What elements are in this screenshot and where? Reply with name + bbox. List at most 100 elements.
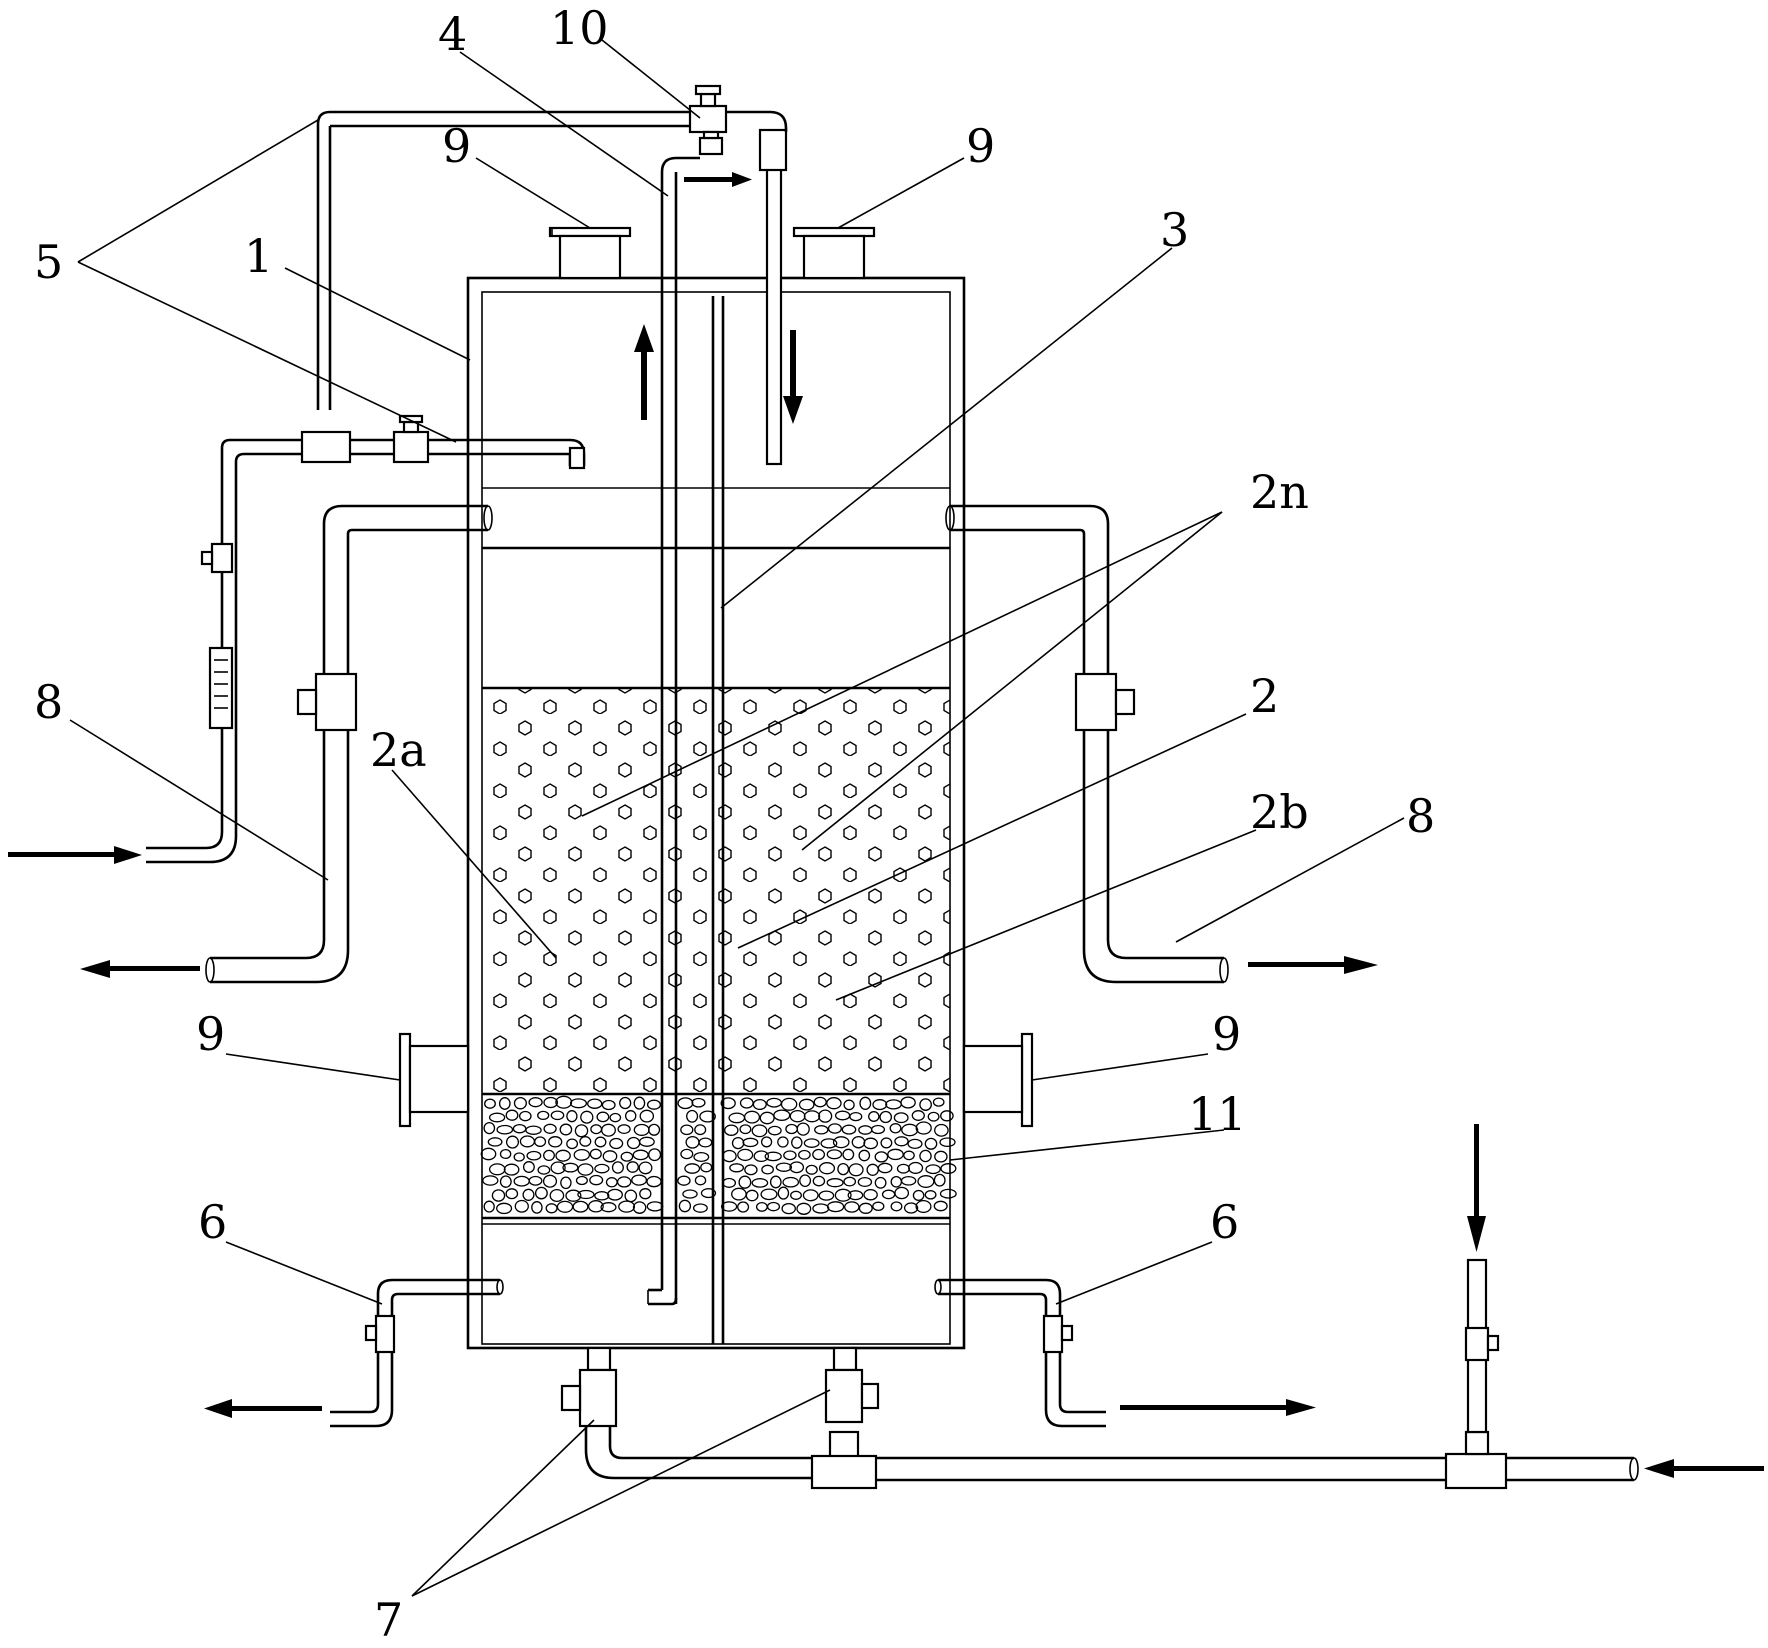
flange-top-left	[548, 226, 632, 280]
gravel-stone	[877, 1162, 893, 1174]
gravel-stone	[678, 1199, 692, 1213]
gravel-stone	[881, 1189, 896, 1200]
gravel-stone	[700, 1188, 717, 1199]
gravel-stone	[700, 1162, 713, 1173]
flange-mid-left	[398, 1032, 470, 1128]
callout-labels: 5 1 4 10 9 9 3 2n 2 2b 8 2a 8 9 9 11 6 6…	[34, 1, 1435, 1647]
gravel-stone	[617, 1124, 631, 1135]
gravel-stone	[900, 1096, 916, 1109]
flange-top-right	[792, 226, 876, 280]
gravel-stone	[880, 1137, 893, 1149]
gas-return-pipe	[316, 110, 788, 410]
gravel-stone	[870, 1124, 886, 1135]
gravel-stone	[503, 1163, 520, 1176]
gravel-stone	[483, 1121, 496, 1135]
gravel-stone	[803, 1138, 820, 1148]
gravel-stone	[577, 1189, 595, 1200]
gravel-stone	[799, 1174, 812, 1188]
gravel-stone	[594, 1163, 610, 1174]
gravel-stone	[555, 1149, 571, 1162]
gravel-stone	[785, 1123, 798, 1135]
gravel-stone	[513, 1152, 525, 1162]
effluent-pipe-right-8	[945, 504, 1229, 984]
gravel-stone	[691, 1097, 706, 1108]
gravel-stone	[889, 1123, 902, 1134]
gravel-stone	[738, 1175, 752, 1189]
gravel-stone	[924, 1137, 938, 1150]
label-6-left: 6	[198, 1195, 227, 1249]
gravel-stone	[790, 1190, 802, 1200]
gravel-stone	[761, 1164, 774, 1175]
gravel-stone	[512, 1123, 527, 1134]
gravel-stone	[587, 1200, 604, 1213]
gravel-stone	[851, 1135, 866, 1149]
gravel-stone	[857, 1176, 873, 1188]
gravel-stone	[648, 1123, 661, 1136]
gravel-stone	[572, 1200, 589, 1213]
gravel-stone	[798, 1098, 815, 1111]
gravel-stone	[648, 1148, 662, 1162]
label-9-mid-right: 9	[1212, 1007, 1241, 1061]
effluent-pipe-left-8	[205, 504, 493, 984]
gravel-stone	[698, 1137, 713, 1148]
gravel-stone	[752, 1098, 767, 1111]
arrow-icon-feed-right	[1644, 1459, 1764, 1478]
arrow-icon-down-downcomer	[783, 330, 803, 424]
gravel-stone	[526, 1150, 542, 1161]
gravel-stone	[837, 1162, 850, 1176]
gravel-stone	[680, 1124, 694, 1136]
gravel-stone	[677, 1175, 691, 1186]
gravel-stone	[834, 1188, 852, 1202]
gravel-stone	[917, 1175, 935, 1188]
gravel-stone	[724, 1124, 739, 1136]
gravel-stone	[781, 1202, 796, 1215]
gravel-stone	[933, 1173, 946, 1187]
gravel-stone	[646, 1201, 664, 1212]
gravel-stone	[590, 1124, 603, 1135]
gravel-stone	[611, 1161, 624, 1174]
gravel-stone	[694, 1124, 707, 1136]
gravel-stone	[728, 1112, 746, 1124]
label-4: 4	[438, 7, 467, 61]
gravel-stone	[764, 1151, 782, 1162]
gravel-stone	[753, 1150, 770, 1163]
gravel-stone	[499, 1148, 512, 1160]
valve-icon-inlet	[200, 542, 234, 574]
gravel-stone	[518, 1110, 532, 1122]
gravel-stone	[543, 1096, 559, 1109]
gravel-stone	[580, 1110, 594, 1124]
carrier-packing-2b	[482, 686, 950, 1094]
gravel-stone	[915, 1199, 932, 1214]
gravel-stone	[863, 1137, 879, 1150]
gravel-stone	[760, 1136, 773, 1148]
gravel-stone	[766, 1201, 781, 1212]
gravel-stone	[739, 1097, 754, 1109]
gravel-stone	[609, 1112, 622, 1123]
gravel-stone	[694, 1175, 707, 1186]
gravel-stone	[812, 1148, 826, 1161]
gravel-stone	[849, 1111, 863, 1122]
gravel-stone	[908, 1161, 924, 1174]
label-5: 5	[34, 235, 63, 289]
gravel-stone	[729, 1163, 745, 1173]
gravel-stone	[820, 1138, 838, 1149]
gravel-stone	[903, 1202, 919, 1214]
gravel-stone	[602, 1150, 618, 1163]
gravel-stone	[722, 1177, 737, 1188]
gravel-stone	[528, 1175, 543, 1186]
gravel-stone	[569, 1098, 588, 1109]
gravel-stone	[505, 1188, 519, 1200]
gravel-stone	[773, 1109, 791, 1121]
gravel-stone	[744, 1164, 758, 1176]
label-2n: 2n	[1250, 465, 1309, 519]
gravel-stone	[818, 1190, 835, 1201]
gravel-stone	[777, 1186, 790, 1200]
gravel-stone	[534, 1186, 548, 1200]
gravel-stone	[939, 1137, 956, 1148]
gravel-stone	[858, 1125, 873, 1135]
arrow-icon-up-riser	[634, 324, 654, 420]
gravel-stone	[487, 1137, 503, 1147]
gravel-stone	[826, 1149, 843, 1160]
gravel-stone	[939, 1188, 957, 1199]
gravel-stone	[885, 1099, 902, 1110]
